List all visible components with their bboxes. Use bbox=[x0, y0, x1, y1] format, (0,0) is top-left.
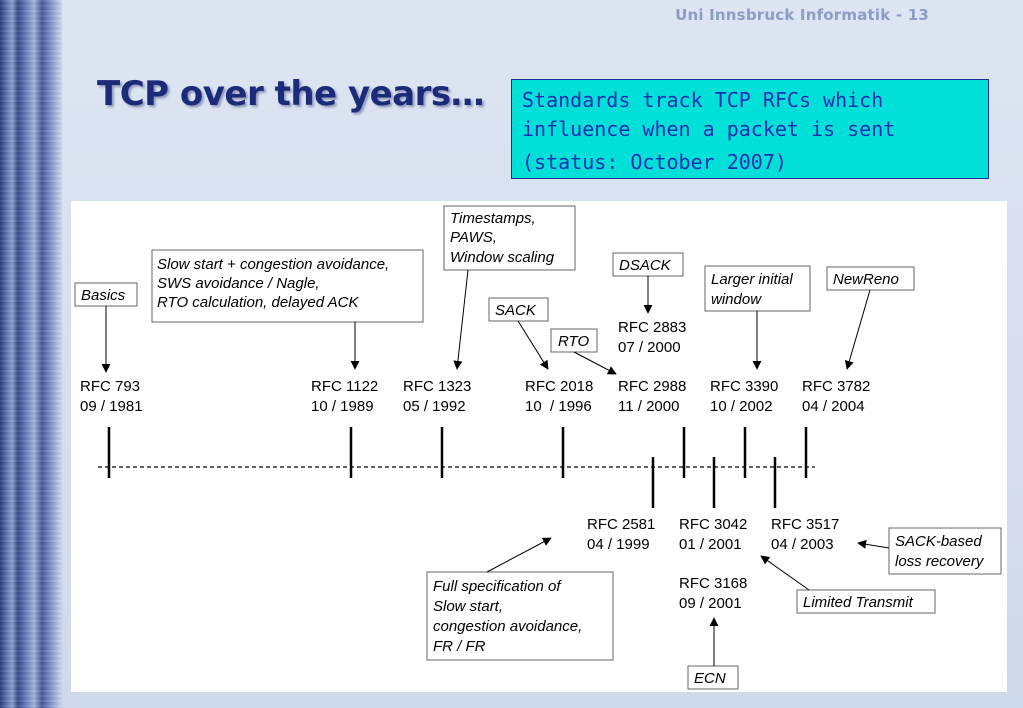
info-line-2: influence when a packet is sent bbox=[522, 117, 896, 141]
rfc-number: RFC 3390 bbox=[710, 378, 778, 395]
feature-label: Basics bbox=[81, 287, 126, 304]
arrow-newreno bbox=[844, 289, 871, 370]
callout-timestamps bbox=[443, 205, 576, 271]
info-status-line: (status: October 2007) bbox=[522, 150, 787, 174]
rfc-number: RFC 1122 bbox=[311, 378, 378, 395]
info-callout-box: Standards track TCP RFCs which influence… bbox=[511, 79, 989, 179]
callout-full-spec bbox=[426, 571, 614, 661]
feature-label: ECN bbox=[694, 670, 726, 687]
feature-label: SWS avoidance / Nagle, bbox=[157, 275, 320, 292]
feature-label: Full specification of bbox=[433, 578, 562, 595]
info-line-1: Standards track TCP RFCs which bbox=[522, 88, 884, 112]
arrow-timestamps bbox=[453, 269, 469, 370]
callout-limited-transmit bbox=[796, 589, 936, 614]
rfc-number: RFC 3782 bbox=[802, 378, 870, 395]
callout-ecn bbox=[687, 665, 739, 690]
feature-label: Limited Transmit bbox=[803, 594, 914, 611]
decorative-stripe-band bbox=[0, 0, 62, 708]
rfc-date: 05 / 1992 bbox=[403, 398, 466, 415]
rfc-date: 10 / 1996 bbox=[525, 398, 592, 415]
rfc-date: 04 / 1999 bbox=[587, 536, 650, 553]
arrow-sack-loss-recovery bbox=[857, 539, 890, 549]
feature-label: PAWS, bbox=[450, 229, 497, 246]
feature-label: Timestamps, bbox=[450, 210, 536, 227]
ticks-above bbox=[107, 427, 808, 478]
arrow-sack bbox=[517, 320, 549, 370]
feature-label: window bbox=[711, 291, 762, 308]
feature-label: SACK bbox=[495, 302, 537, 319]
feature-label: RTO calculation, delayed ACK bbox=[157, 294, 359, 311]
feature-label: Larger initial bbox=[711, 271, 793, 288]
rfc-date: 10 / 2002 bbox=[710, 398, 773, 415]
callout-slowstart bbox=[151, 249, 424, 323]
rfc-number: RFC 2988 bbox=[618, 378, 686, 395]
rfc-number: RFC 1323 bbox=[403, 378, 471, 395]
rfc-number: RFC 2883 bbox=[618, 319, 686, 336]
rfc-number: RFC 3517 bbox=[771, 516, 839, 533]
callout-larger-window bbox=[704, 265, 811, 312]
callout-sack-loss-recovery bbox=[888, 527, 1002, 575]
slide-header-label: Uni Innsbruck Informatik - 13 bbox=[675, 6, 929, 24]
rfc-date: 11 / 2000 bbox=[618, 398, 679, 415]
rfc-date: 04 / 2004 bbox=[802, 398, 865, 415]
rfc-date: 07 / 2000 bbox=[618, 339, 681, 356]
feature-label: RTO bbox=[558, 333, 589, 350]
feature-label: Slow start, bbox=[433, 598, 503, 615]
feature-label: DSACK bbox=[619, 257, 672, 274]
arrow-full-spec bbox=[486, 537, 552, 573]
feature-label: SACK-based bbox=[895, 533, 982, 550]
rfc-date: 09 / 1981 bbox=[80, 398, 143, 415]
arrow-limited-transmit bbox=[760, 555, 810, 591]
rfc-timeline-diagram: RFC 793 09 / 1981 RFC 1122 10 / 1989 RFC… bbox=[71, 201, 1007, 692]
rfc-date: 04 / 2003 bbox=[771, 536, 834, 553]
feature-label: congestion avoidance, bbox=[433, 618, 582, 635]
rfc-number: RFC 2018 bbox=[525, 378, 593, 395]
footer-strip bbox=[62, 692, 1023, 708]
callout-newreno bbox=[826, 266, 915, 291]
rfc-number: RFC 793 bbox=[80, 378, 140, 395]
feature-label: Slow start + congestion avoidance, bbox=[157, 256, 389, 273]
rfc-number: RFC 3042 bbox=[679, 516, 747, 533]
arrow-rto bbox=[573, 351, 617, 375]
rfc-date: 10 / 1989 bbox=[311, 398, 374, 415]
rfc-date: 09 / 2001 bbox=[679, 595, 742, 612]
rfc-date: 01 / 2001 bbox=[679, 536, 742, 553]
feature-label: loss recovery bbox=[895, 553, 985, 570]
page-title: TCP over the years… bbox=[97, 74, 485, 114]
rfc-number: RFC 2581 bbox=[587, 516, 655, 533]
feature-label: Window scaling bbox=[450, 249, 555, 266]
feature-label: FR / FR bbox=[433, 638, 486, 655]
ticks-below bbox=[651, 457, 777, 508]
feature-label: NewReno bbox=[833, 271, 899, 288]
rfc-number: RFC 3168 bbox=[679, 575, 747, 592]
